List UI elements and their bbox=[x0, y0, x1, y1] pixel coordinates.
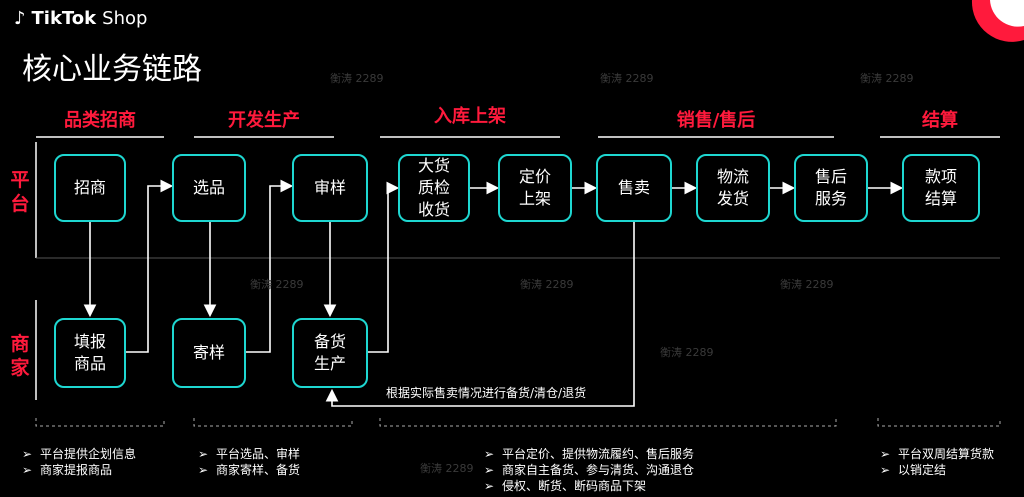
list-item: ➢商家提报商品 bbox=[22, 463, 113, 477]
box-recruit: 招商 bbox=[54, 154, 126, 222]
bullets-dev-production: ➢平台选品、审样 ➢商家寄样、备货 bbox=[198, 446, 300, 478]
watermark: 衡涛 2289 bbox=[860, 72, 914, 85]
watermark: 衡涛 2289 bbox=[330, 72, 384, 85]
arrow-bullet-icon: ➢ bbox=[22, 447, 33, 461]
list-item: ➢平台双周结算货款 bbox=[880, 447, 995, 461]
arrow-bullet-icon: ➢ bbox=[880, 447, 891, 461]
arrow-bullet-icon: ➢ bbox=[484, 447, 495, 461]
list-item: ➢平台提供企划信息 bbox=[22, 447, 137, 461]
music-note-icon: ♪ bbox=[14, 8, 26, 29]
box-after-sales: 售后 服务 bbox=[794, 154, 868, 222]
arrow-bullet-icon: ➢ bbox=[22, 463, 33, 477]
list-item: ➢商家寄样、备货 bbox=[198, 463, 301, 477]
phase-warehouse-listing: 入库上架 bbox=[434, 106, 506, 127]
phase-sales-aftersales: 销售/售后 bbox=[676, 110, 756, 131]
box-logistics-shipping: 物流 发货 bbox=[696, 154, 770, 222]
watermark: 衡涛 2289 bbox=[250, 278, 304, 291]
bullets-settlement: ➢平台双周结算货款 ➢以销定结 bbox=[880, 446, 994, 478]
phase-category-recruit: 品类招商 bbox=[64, 110, 136, 131]
watermark: 衡涛 2289 bbox=[780, 278, 834, 291]
arrow-bullet-icon: ➢ bbox=[484, 479, 495, 493]
phase-dev-production: 开发生产 bbox=[228, 110, 300, 131]
box-payment-settlement: 款项 结算 bbox=[902, 154, 980, 222]
list-item: ➢以销定结 bbox=[880, 463, 947, 477]
box-bulk-qc-receive: 大货 质检 收货 bbox=[398, 154, 470, 222]
row-label-platform: 平台 bbox=[10, 169, 30, 215]
page-title: 核心业务链路 bbox=[22, 52, 202, 87]
logo-text: TikTok bbox=[31, 8, 97, 29]
list-item: ➢商家自主备货、参与清货、沟通退仓 bbox=[484, 463, 695, 477]
list-item: ➢侵权、断货、断码商品下架 bbox=[484, 479, 647, 493]
arrow-bullet-icon: ➢ bbox=[880, 463, 891, 477]
watermark: 衡涛 2289 bbox=[420, 462, 474, 475]
list-item: ➢平台定价、提供物流履约、售后服务 bbox=[484, 447, 695, 461]
tiktok-shop-logo: ♪ TikTok Shop bbox=[14, 8, 147, 29]
box-review-sample: 审样 bbox=[292, 154, 368, 222]
arrow-bullet-icon: ➢ bbox=[198, 463, 209, 477]
arrow-bullet-icon: ➢ bbox=[198, 447, 209, 461]
logo-sub: Shop bbox=[102, 8, 148, 29]
feedback-note: 根据实际售卖情况进行备货/清仓/退货 bbox=[386, 386, 587, 400]
box-selling: 售卖 bbox=[596, 154, 672, 222]
watermark: 衡涛 2289 bbox=[520, 278, 574, 291]
phase-settlement: 结算 bbox=[922, 110, 958, 131]
bullets-recruit: ➢平台提供企划信息 ➢商家提报商品 bbox=[22, 446, 136, 478]
list-item: ➢平台选品、审样 bbox=[198, 447, 301, 461]
box-send-sample: 寄样 bbox=[172, 318, 246, 388]
watermark: 衡涛 2289 bbox=[660, 346, 714, 359]
box-pricing-listing: 定价 上架 bbox=[498, 154, 572, 222]
box-select-products: 选品 bbox=[172, 154, 246, 222]
box-stock-production: 备货 生产 bbox=[292, 318, 368, 388]
box-submit-products: 填报 商品 bbox=[54, 318, 126, 388]
row-label-merchant: 商家 bbox=[10, 333, 30, 379]
watermark: 衡涛 2289 bbox=[600, 72, 654, 85]
corner-decoration bbox=[971, 0, 1024, 42]
arrow-bullet-icon: ➢ bbox=[484, 463, 495, 477]
bullets-listing-sales: ➢平台定价、提供物流履约、售后服务 ➢商家自主备货、参与清货、沟通退仓 ➢侵权、… bbox=[484, 446, 694, 494]
